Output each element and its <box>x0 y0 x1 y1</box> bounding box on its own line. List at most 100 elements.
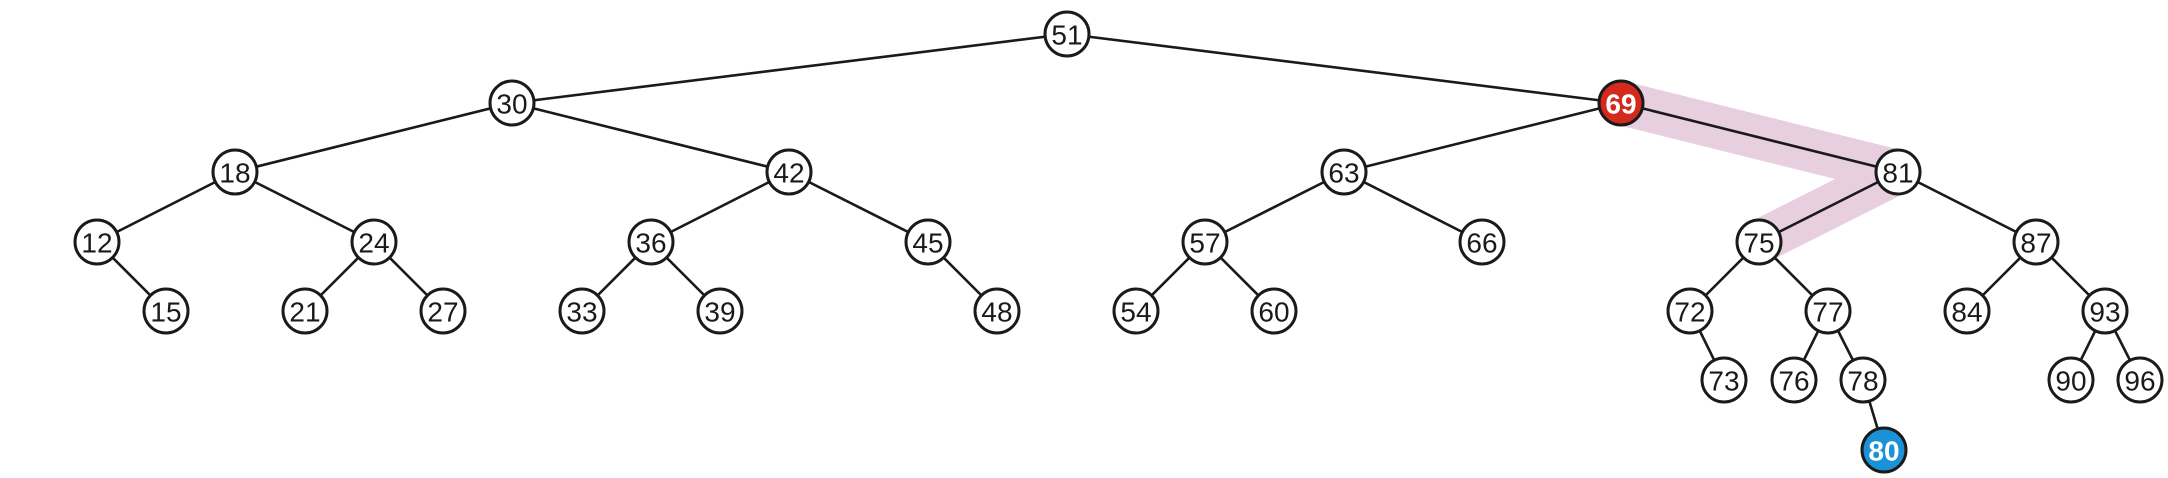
tree-node-24: 24 <box>350 218 398 266</box>
node-circle <box>2047 356 2095 404</box>
edge-51-69 <box>1066 32 1622 105</box>
tree-node-48: 48 <box>973 287 1021 335</box>
node-circle <box>1874 148 1922 196</box>
node-label: 78 <box>1847 366 1878 397</box>
node-label: 77 <box>1812 297 1843 328</box>
tree-node-87: 87 <box>2012 218 2060 266</box>
node-circle <box>558 287 606 335</box>
tree-node-76: 76 <box>1770 356 1818 404</box>
node-circle <box>1112 287 1160 335</box>
node-label: 84 <box>1951 297 1982 328</box>
node-circle <box>1666 287 1714 335</box>
node-circle <box>281 287 329 335</box>
node-circle <box>1320 148 1368 196</box>
node-circle <box>765 148 813 196</box>
node-label: 75 <box>1743 228 1774 259</box>
node-circle <box>1458 218 1506 266</box>
node-label: 90 <box>2055 366 2086 397</box>
edge-81-75 <box>1758 170 1899 244</box>
tree-node-63: 63 <box>1320 148 1368 196</box>
tree-node-51: 51 <box>1043 10 1091 58</box>
tree-node-77: 77 <box>1804 287 1852 335</box>
node-label: 15 <box>150 297 181 328</box>
node-label: 12 <box>81 228 112 259</box>
tree-node-69: 69 <box>1597 79 1645 127</box>
node-circle <box>627 218 675 266</box>
tree-node-72: 72 <box>1666 287 1714 335</box>
tree-node-12: 12 <box>73 218 121 266</box>
node-circle <box>1597 79 1645 127</box>
node-circle <box>1804 287 1852 335</box>
edge-30-18 <box>234 101 513 174</box>
node-circle <box>2116 356 2164 404</box>
node-circle <box>1735 218 1783 266</box>
node-circle <box>973 287 1021 335</box>
edge-30-42 <box>511 101 790 174</box>
edge-81-87 <box>1897 170 2037 244</box>
node-label: 27 <box>427 297 458 328</box>
node-circle <box>2012 218 2060 266</box>
node-label: 48 <box>981 297 1012 328</box>
node-label: 18 <box>219 158 250 189</box>
node-circle <box>904 218 952 266</box>
node-circle <box>73 218 121 266</box>
tree-node-57: 57 <box>1181 218 1229 266</box>
node-label: 96 <box>2124 366 2155 397</box>
edge-69-63 <box>1343 101 1622 174</box>
node-label: 30 <box>496 89 527 120</box>
tree-node-27: 27 <box>419 287 467 335</box>
tree-node-80: 80 <box>1860 426 1908 474</box>
node-layer: 51 30 69 18 42 63 81 12 24 36 45 57 66 75 87 15 21 27 33 39… <box>73 10 2164 474</box>
edge-18-12 <box>96 170 236 244</box>
node-label: 24 <box>358 228 389 259</box>
node-circle <box>488 79 536 127</box>
node-circle <box>350 218 398 266</box>
tree-node-42: 42 <box>765 148 813 196</box>
tree-node-93: 93 <box>2081 287 2129 335</box>
node-label: 54 <box>1120 297 1151 328</box>
tree-node-39: 39 <box>696 287 744 335</box>
node-label: 21 <box>289 297 320 328</box>
tree-node-90: 90 <box>2047 356 2095 404</box>
tree-node-30: 30 <box>488 79 536 127</box>
node-circle <box>1181 218 1229 266</box>
tree-node-60: 60 <box>1250 287 1298 335</box>
node-label: 63 <box>1328 158 1359 189</box>
tree-node-81: 81 <box>1874 148 1922 196</box>
tree-node-66: 66 <box>1458 218 1506 266</box>
edge-layer <box>96 32 2142 451</box>
node-circle <box>1043 10 1091 58</box>
node-label: 51 <box>1051 20 1082 51</box>
node-circle <box>419 287 467 335</box>
tree-node-73: 73 <box>1700 356 1748 404</box>
tree-node-54: 54 <box>1112 287 1160 335</box>
edge-63-57 <box>1204 170 1345 244</box>
node-label: 81 <box>1882 158 1913 189</box>
node-label: 42 <box>773 158 804 189</box>
node-label: 93 <box>2089 297 2120 328</box>
node-label: 87 <box>2020 228 2051 259</box>
node-circle <box>1860 426 1908 474</box>
edge-69-81 <box>1620 101 1899 174</box>
node-circle <box>1250 287 1298 335</box>
edge-51-30 <box>511 32 1068 105</box>
node-circle <box>1943 287 1991 335</box>
edge-42-45 <box>788 170 929 244</box>
tree-node-33: 33 <box>558 287 606 335</box>
node-label: 72 <box>1674 297 1705 328</box>
node-circle <box>211 148 259 196</box>
node-label: 36 <box>635 228 666 259</box>
tree-node-84: 84 <box>1943 287 1991 335</box>
node-label: 69 <box>1605 89 1636 120</box>
node-label: 33 <box>566 297 597 328</box>
tree-node-18: 18 <box>211 148 259 196</box>
edge-63-66 <box>1343 170 1483 244</box>
tree-node-21: 21 <box>281 287 329 335</box>
edge-42-36 <box>650 170 790 244</box>
node-circle <box>2081 287 2129 335</box>
node-label: 73 <box>1708 366 1739 397</box>
tree-node-45: 45 <box>904 218 952 266</box>
node-label: 45 <box>912 228 943 259</box>
node-label: 57 <box>1189 228 1220 259</box>
